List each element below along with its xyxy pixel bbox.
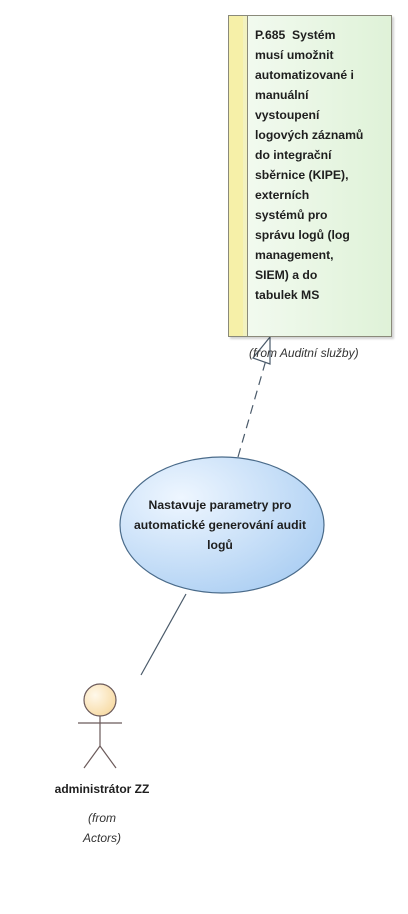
actor-left-leg bbox=[83, 745, 101, 769]
actor-name-label: administrátor ZZ bbox=[54, 782, 150, 796]
actor-right-leg bbox=[99, 745, 117, 769]
use-case-ellipse[interactable] bbox=[119, 456, 325, 594]
realization-dependency-line[interactable] bbox=[237, 359, 267, 458]
association-line[interactable] bbox=[140, 593, 187, 676]
requirement-box[interactable]: P.685 Systém musí umožnit automatizované… bbox=[228, 15, 392, 337]
actor-figure[interactable] bbox=[78, 683, 122, 769]
requirement-from-label: (from Auditní služby) bbox=[249, 346, 359, 360]
requirement-stripe-inner bbox=[243, 16, 248, 336]
requirement-stripe bbox=[229, 16, 244, 336]
realization-arrowhead bbox=[251, 335, 271, 365]
use-case-label: Nastavuje parametry pro automatické gene… bbox=[133, 498, 307, 552]
requirement-text: P.685 Systém musí umožnit automatizované… bbox=[255, 28, 364, 302]
actor-from-label: (from Actors) bbox=[82, 811, 121, 845]
actor-head bbox=[83, 683, 117, 717]
